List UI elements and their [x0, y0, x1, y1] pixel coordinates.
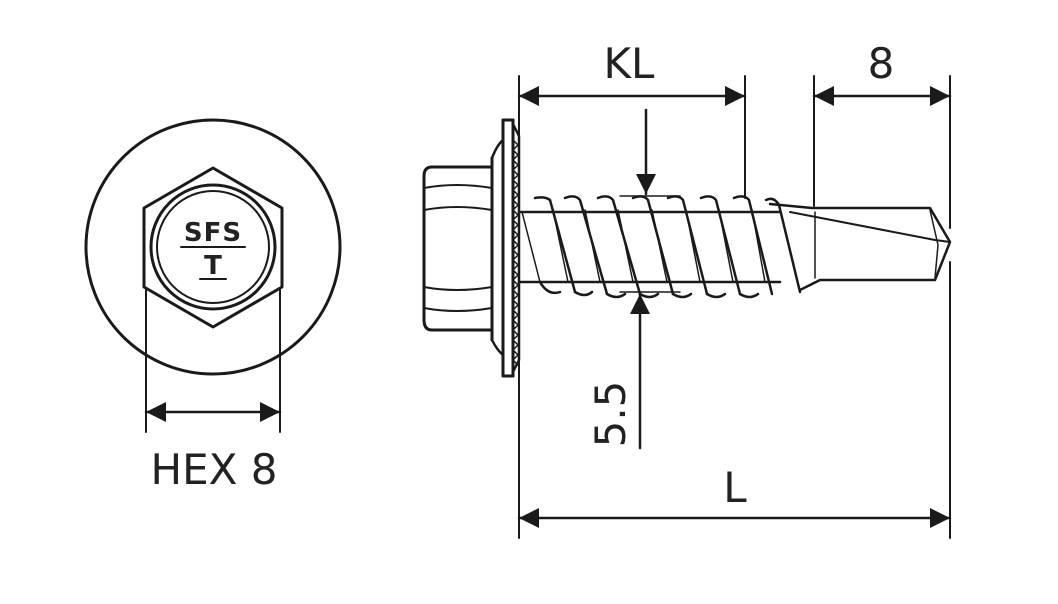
screw-side-view	[422, 118, 952, 378]
length-label: L	[723, 463, 747, 512]
head-type-mark: T	[204, 251, 222, 281]
hex-head-side	[422, 138, 505, 357]
hex-size-label: HEX 8	[151, 445, 278, 494]
diameter-dimension: 5.5	[586, 108, 681, 450]
hex-head-outline	[142, 166, 284, 329]
diameter-label: 5.5	[586, 381, 635, 448]
drill-length-dimension: 8	[812, 39, 952, 229]
length-dimension: L	[517, 261, 952, 539]
sealing-washer	[501, 118, 521, 378]
hex-dimension: HEX 8	[144, 289, 282, 494]
head-top-view: SFS T	[84, 118, 342, 376]
drill-point	[768, 202, 952, 292]
kl-dimension: KL	[517, 39, 747, 539]
threaded-shank	[517, 195, 802, 299]
kl-label: KL	[604, 39, 656, 88]
head-dome-outer	[149, 183, 277, 311]
washer-outline	[84, 118, 342, 376]
drill-length-label: 8	[868, 39, 895, 88]
head-brand-mark: SFS	[184, 218, 242, 248]
head-dome-inner	[156, 190, 270, 304]
